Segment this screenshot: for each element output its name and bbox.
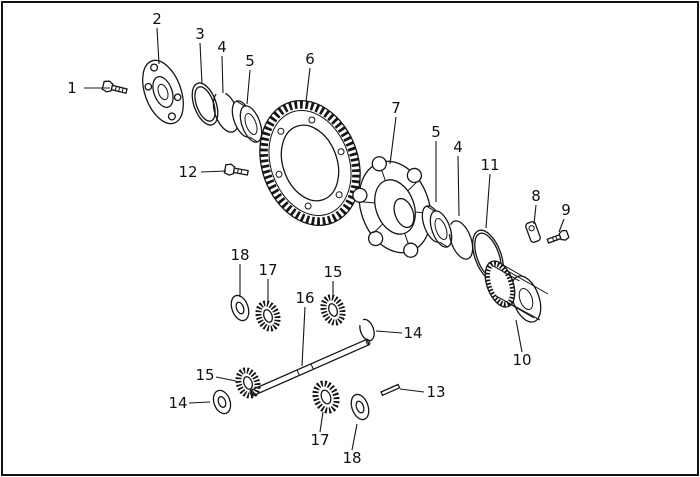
- callout-14: 14: [168, 394, 187, 412]
- part-bearing-5a: [231, 100, 263, 143]
- leader-line-16: [301, 306, 306, 367]
- part-flange-2: [142, 59, 184, 125]
- leader-line-11: [485, 173, 491, 229]
- part-washer-14b: [212, 389, 232, 415]
- leader-line-5: [246, 69, 251, 105]
- part-snapring-4b: [448, 220, 474, 260]
- leader-line-12: [200, 170, 227, 173]
- callout-6: 6: [305, 50, 315, 68]
- callout-14: 14: [403, 324, 422, 342]
- leader-line-13: [399, 388, 425, 393]
- leader-line-2: [156, 27, 160, 65]
- part-bearing-5b: [421, 205, 453, 248]
- part-pinion-gear-15a: [320, 294, 346, 326]
- part-washer-18b: [350, 393, 370, 421]
- leader-line-9: [558, 218, 565, 233]
- callout-8: 8: [531, 187, 541, 205]
- callout-2: 2: [152, 10, 162, 28]
- callout-17: 17: [310, 431, 329, 449]
- part-spline-drum-10: [484, 260, 549, 323]
- callout-17: 17: [258, 261, 277, 279]
- leader-line-6: [305, 67, 311, 103]
- part-pinion-shaft-16: [249, 338, 371, 397]
- callout-7: 7: [391, 99, 401, 117]
- callout-12: 12: [178, 163, 197, 181]
- leader-line-4: [457, 155, 460, 217]
- leader-line-3: [199, 42, 203, 85]
- part-snapring-14a: [359, 318, 375, 342]
- part-bolt-9: [546, 229, 570, 244]
- part-lock-plate-8: [525, 221, 541, 243]
- part-side-gear-17a: [255, 300, 281, 332]
- callout-18: 18: [342, 449, 361, 467]
- leader-line-17: [319, 411, 324, 433]
- callout-9: 9: [561, 201, 571, 219]
- part-pinion-gear-15b: [235, 367, 261, 399]
- callout-4: 4: [217, 38, 227, 56]
- part-ring-gear-6: [259, 100, 361, 226]
- callout-16: 16: [295, 289, 314, 307]
- part-lock-pin-13: [380, 383, 401, 397]
- callout-18: 18: [230, 246, 249, 264]
- callout-11: 11: [480, 156, 499, 174]
- callout-3: 3: [195, 25, 205, 43]
- leader-line-4: [221, 55, 224, 94]
- callout-10: 10: [512, 351, 531, 369]
- leader-line-7: [389, 116, 397, 165]
- callout-15: 15: [195, 366, 214, 384]
- leader-line-15: [215, 376, 237, 382]
- callout-15: 15: [323, 263, 342, 281]
- callout-13: 13: [426, 383, 445, 401]
- part-bolt-1: [101, 80, 128, 95]
- callout-1: 1: [67, 79, 77, 97]
- part-bolt-12: [223, 163, 249, 176]
- callout-4: 4: [453, 138, 463, 156]
- callout-5: 5: [431, 123, 441, 141]
- leader-line-14: [375, 330, 403, 334]
- leader-line-10: [515, 319, 523, 353]
- part-washer-18a: [230, 294, 250, 322]
- leader-line-18: [351, 423, 358, 451]
- leader-line-8: [533, 204, 537, 225]
- leader-line-14: [188, 401, 211, 404]
- callout-5: 5: [245, 52, 255, 70]
